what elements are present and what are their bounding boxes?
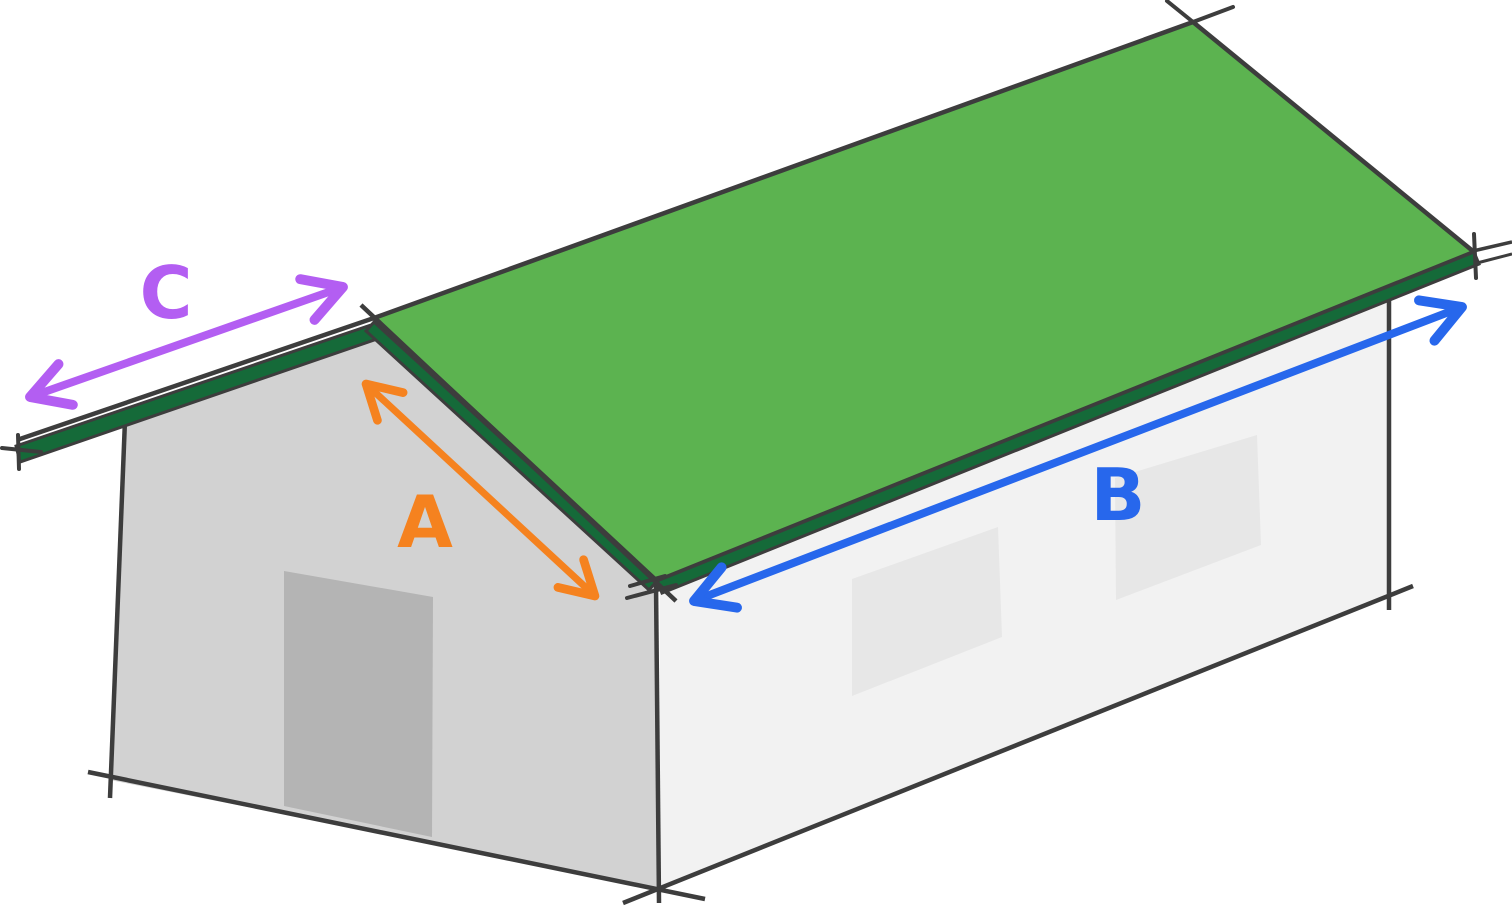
front-corner-edge-line: [653, 582, 662, 904]
side-base-line: [622, 583, 1414, 906]
tick-front-eave-upper: [628, 574, 667, 588]
tick-left-eave-vertical: [16, 433, 21, 471]
tick-far-eave-overshoot-top: [1472, 240, 1512, 253]
tick-far-eave: [1472, 232, 1478, 280]
dim-arrow-c: [25, 274, 348, 410]
tick-left-eave-horizontal: [0, 446, 43, 454]
tick-ridge-back-2: [1165, 0, 1195, 24]
gable-base-line: [87, 769, 706, 902]
dim-label-a: A: [397, 480, 453, 564]
dim-arrow-b: [689, 295, 1467, 613]
dim-arrow-a: [361, 379, 600, 601]
tick-far-eave-overshoot-bottom: [1476, 252, 1512, 265]
tick-front-eave-lower: [625, 583, 678, 600]
door: [284, 571, 433, 837]
dim-label-c: C: [140, 251, 193, 335]
gable-left-edge-line: [107, 419, 128, 799]
tick-ridge-back: [1191, 5, 1235, 24]
dim-label-b: B: [1091, 453, 1146, 537]
